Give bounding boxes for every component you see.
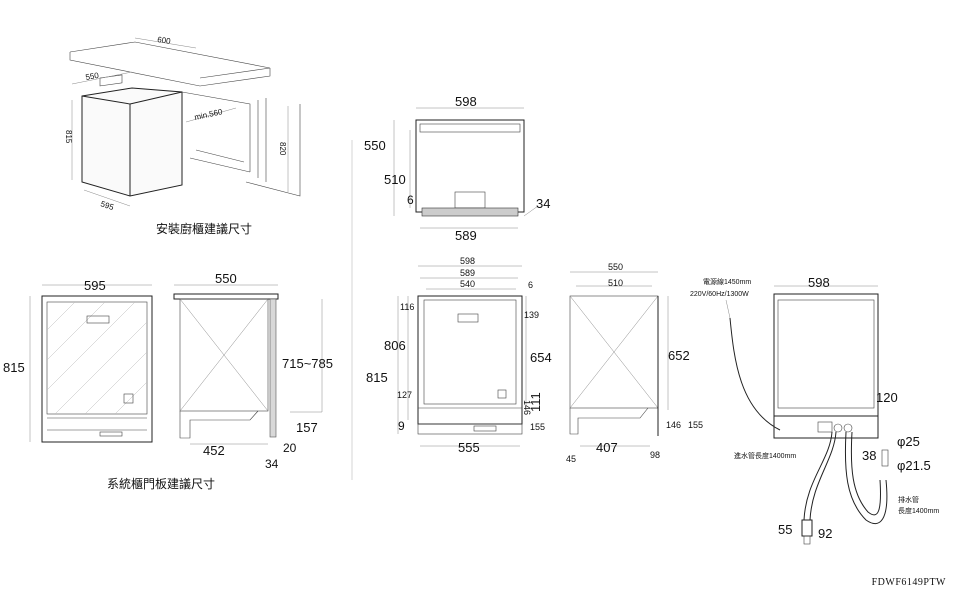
rear-inlet-hose: 進水管長度1400mm bbox=[734, 451, 796, 460]
front-d127: 127 bbox=[397, 390, 412, 400]
side-panel-452: 452 bbox=[203, 443, 225, 458]
rear-width-598: 598 bbox=[808, 275, 830, 290]
front-panel-width-595: 595 bbox=[84, 278, 106, 293]
rear-power-cord: 電源線1450mm bbox=[703, 277, 751, 286]
rear-d120: 120 bbox=[876, 390, 898, 405]
front-h815: 815 bbox=[366, 370, 388, 385]
front-h654: 654 bbox=[530, 350, 552, 365]
side-d146: 146 bbox=[666, 420, 681, 430]
front-offset-6: 6 bbox=[528, 280, 533, 290]
front-panel-height-815: 815 bbox=[3, 360, 25, 375]
front-d111: 111 bbox=[528, 392, 543, 412]
top-view: 598 550 510 6 34 589 bbox=[364, 94, 550, 243]
side-d98: 98 bbox=[650, 450, 660, 460]
rear-d92: 92 bbox=[818, 526, 832, 541]
side-panel-kick-157: 157 bbox=[296, 420, 318, 435]
side-view: 550 510 652 146 155 45 407 98 bbox=[566, 262, 703, 464]
iso-width-600: 600 bbox=[157, 35, 172, 46]
side-h652: 652 bbox=[668, 348, 690, 363]
front-d9: 9 bbox=[398, 419, 405, 433]
top-width-598: 598 bbox=[455, 94, 477, 109]
front-d139: 139 bbox=[524, 310, 539, 320]
rear-view: 電源線1450mm 220V/60Hz/1300W 598 120 φ25 38… bbox=[690, 275, 939, 545]
front-w589: 589 bbox=[460, 268, 475, 278]
front-w598: 598 bbox=[460, 256, 475, 266]
front-w540: 540 bbox=[460, 279, 475, 289]
rear-power-spec: 220V/60Hz/1300W bbox=[690, 291, 749, 298]
front-panel-view: 595 815 bbox=[3, 278, 153, 443]
top-bottom-589: 589 bbox=[455, 228, 477, 243]
top-protrusion-34: 34 bbox=[536, 196, 550, 211]
front-w555: 555 bbox=[458, 440, 480, 455]
top-offset-6: 6 bbox=[407, 193, 414, 207]
front-view: 598 589 540 6 116 139 806 815 654 127 14… bbox=[366, 256, 552, 455]
front-d146: 146 bbox=[522, 400, 532, 415]
cabinet-install-caption: 安裝廚櫃建議尺寸 bbox=[156, 222, 253, 236]
rear-drain-hose-1: 排水管 bbox=[898, 495, 919, 504]
front-d116: 116 bbox=[400, 302, 414, 312]
rear-d38: 38 bbox=[862, 448, 876, 463]
top-depth-550: 550 bbox=[364, 138, 386, 153]
side-d155: 155 bbox=[688, 420, 703, 430]
front-h806: 806 bbox=[384, 338, 406, 353]
iso-height-815: 815 bbox=[64, 130, 73, 144]
door-panel-caption: 系統櫃門板建議尺寸 bbox=[107, 477, 216, 491]
side-d45: 45 bbox=[566, 454, 576, 464]
side-panel-depth-550: 550 bbox=[215, 271, 237, 286]
iso-depth-550: 550 bbox=[85, 71, 100, 82]
side-panel-height-range: 715~785 bbox=[282, 356, 333, 371]
model-code: FDWF6149PTW bbox=[871, 577, 946, 588]
side-d550: 550 bbox=[608, 262, 623, 272]
iso-cabinet-820: 820 bbox=[278, 142, 287, 156]
rear-phi25: φ25 bbox=[897, 434, 920, 449]
side-d510: 510 bbox=[608, 278, 623, 288]
top-depth-510: 510 bbox=[384, 172, 406, 187]
side-panel-34: 34 bbox=[265, 457, 279, 471]
front-d155: 155 bbox=[530, 422, 545, 432]
rear-phi215: φ21.5 bbox=[897, 458, 931, 473]
side-panel-view: 550 715~785 157 20 452 34 bbox=[173, 271, 333, 471]
rear-d55: 55 bbox=[778, 522, 792, 537]
iso-min-depth: min.560 bbox=[194, 107, 224, 122]
isometric-cabinet-view: 600 550 min.560 815 820 595 bbox=[64, 35, 301, 212]
side-panel-20: 20 bbox=[283, 441, 297, 455]
iso-bottom-595: 595 bbox=[99, 199, 115, 212]
rear-drain-hose-2: 長度1400mm bbox=[898, 506, 939, 515]
side-d407: 407 bbox=[596, 440, 618, 455]
